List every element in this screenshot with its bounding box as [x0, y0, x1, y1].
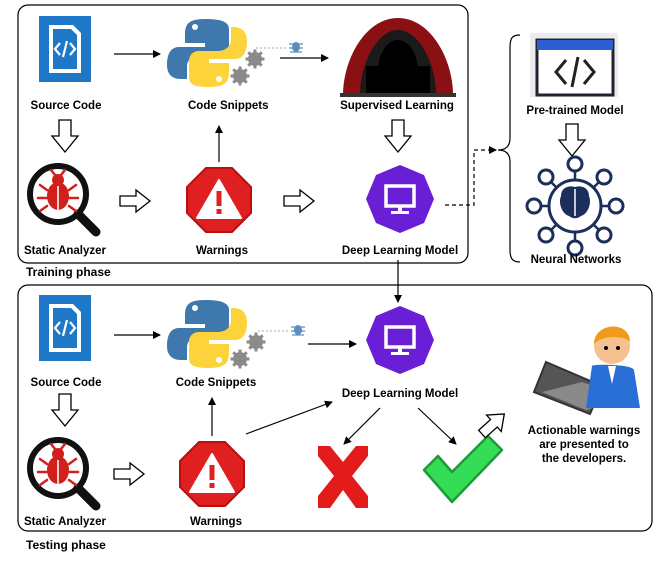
actionable-warnings-note: Actionable warnings are presented to the…	[522, 424, 646, 466]
training-deep-learning-model-label: Deep Learning Model	[341, 245, 459, 257]
pretrained-model-label: Pre-trained Model	[526, 105, 624, 117]
training-phase-label: Training phase	[26, 265, 111, 279]
testing-source-code-label: Source Code	[30, 377, 102, 389]
hacker-icon	[340, 18, 456, 97]
training-static-analyzer-label: Static Analyzer	[23, 245, 107, 257]
neural-network-icon	[525, 155, 625, 257]
red-cross-icon	[318, 446, 368, 508]
testing-static-analyzer-bug-icon	[30, 440, 96, 506]
testing-phase-label: Testing phase	[26, 538, 106, 552]
testing-deep-learning-model-label: Deep Learning Model	[341, 388, 459, 400]
arrow-analyzer-to-warnings	[119, 189, 151, 213]
testing-gear-icon	[230, 349, 250, 369]
mini-bug-icon	[288, 41, 304, 53]
warning-octagon-icon	[186, 167, 252, 233]
source-code-file-icon	[37, 14, 93, 84]
gear-icon-small	[245, 49, 265, 69]
arrow-warnings-to-model	[283, 189, 315, 213]
developer-laptop-icon	[532, 326, 640, 416]
testing-gear-icon-small	[246, 332, 266, 352]
supervised-learning-label: Supervised Learning	[340, 100, 454, 112]
arrow-supervised-to-model	[384, 119, 412, 153]
training-frame	[17, 4, 469, 264]
training-source-code-label: Source Code	[30, 100, 102, 112]
testing-deep-learning-model-icon	[364, 304, 436, 376]
static-analyzer-bug-icon	[30, 166, 96, 232]
arrow-pretrained-to-neural	[558, 123, 586, 157]
arrow-to-developer	[473, 405, 513, 443]
testing-warnings-label: Warnings	[190, 516, 242, 528]
green-check-icon	[422, 434, 504, 504]
testing-code-snippets-label: Code Snippets	[175, 377, 257, 389]
training-code-snippets-label: Code Snippets	[188, 100, 269, 112]
neural-networks-label: Neural Networks	[530, 254, 622, 266]
testing-source-code-file-icon	[37, 293, 93, 363]
pretrained-model-icon	[530, 33, 618, 97]
gear-icon	[230, 66, 250, 86]
pretrained-bracket	[497, 34, 521, 263]
testing-arrow-analyzer-to-warnings	[113, 462, 145, 486]
deep-learning-model-icon	[364, 163, 436, 235]
testing-frame	[17, 284, 653, 532]
training-warnings-label: Warnings	[196, 245, 248, 257]
testing-warning-octagon-icon	[179, 441, 245, 507]
actionable-note-line-2: are presented to	[539, 439, 629, 451]
testing-mini-bug-icon	[290, 324, 306, 336]
testing-static-analyzer-label: Static Analyzer	[23, 516, 107, 528]
actionable-note-line-3: the developers.	[541, 453, 627, 465]
testing-arrow-source-to-analyzer	[51, 393, 79, 427]
arrow-source-to-analyzer	[51, 119, 79, 153]
actionable-note-line-1: Actionable warnings	[527, 425, 641, 437]
